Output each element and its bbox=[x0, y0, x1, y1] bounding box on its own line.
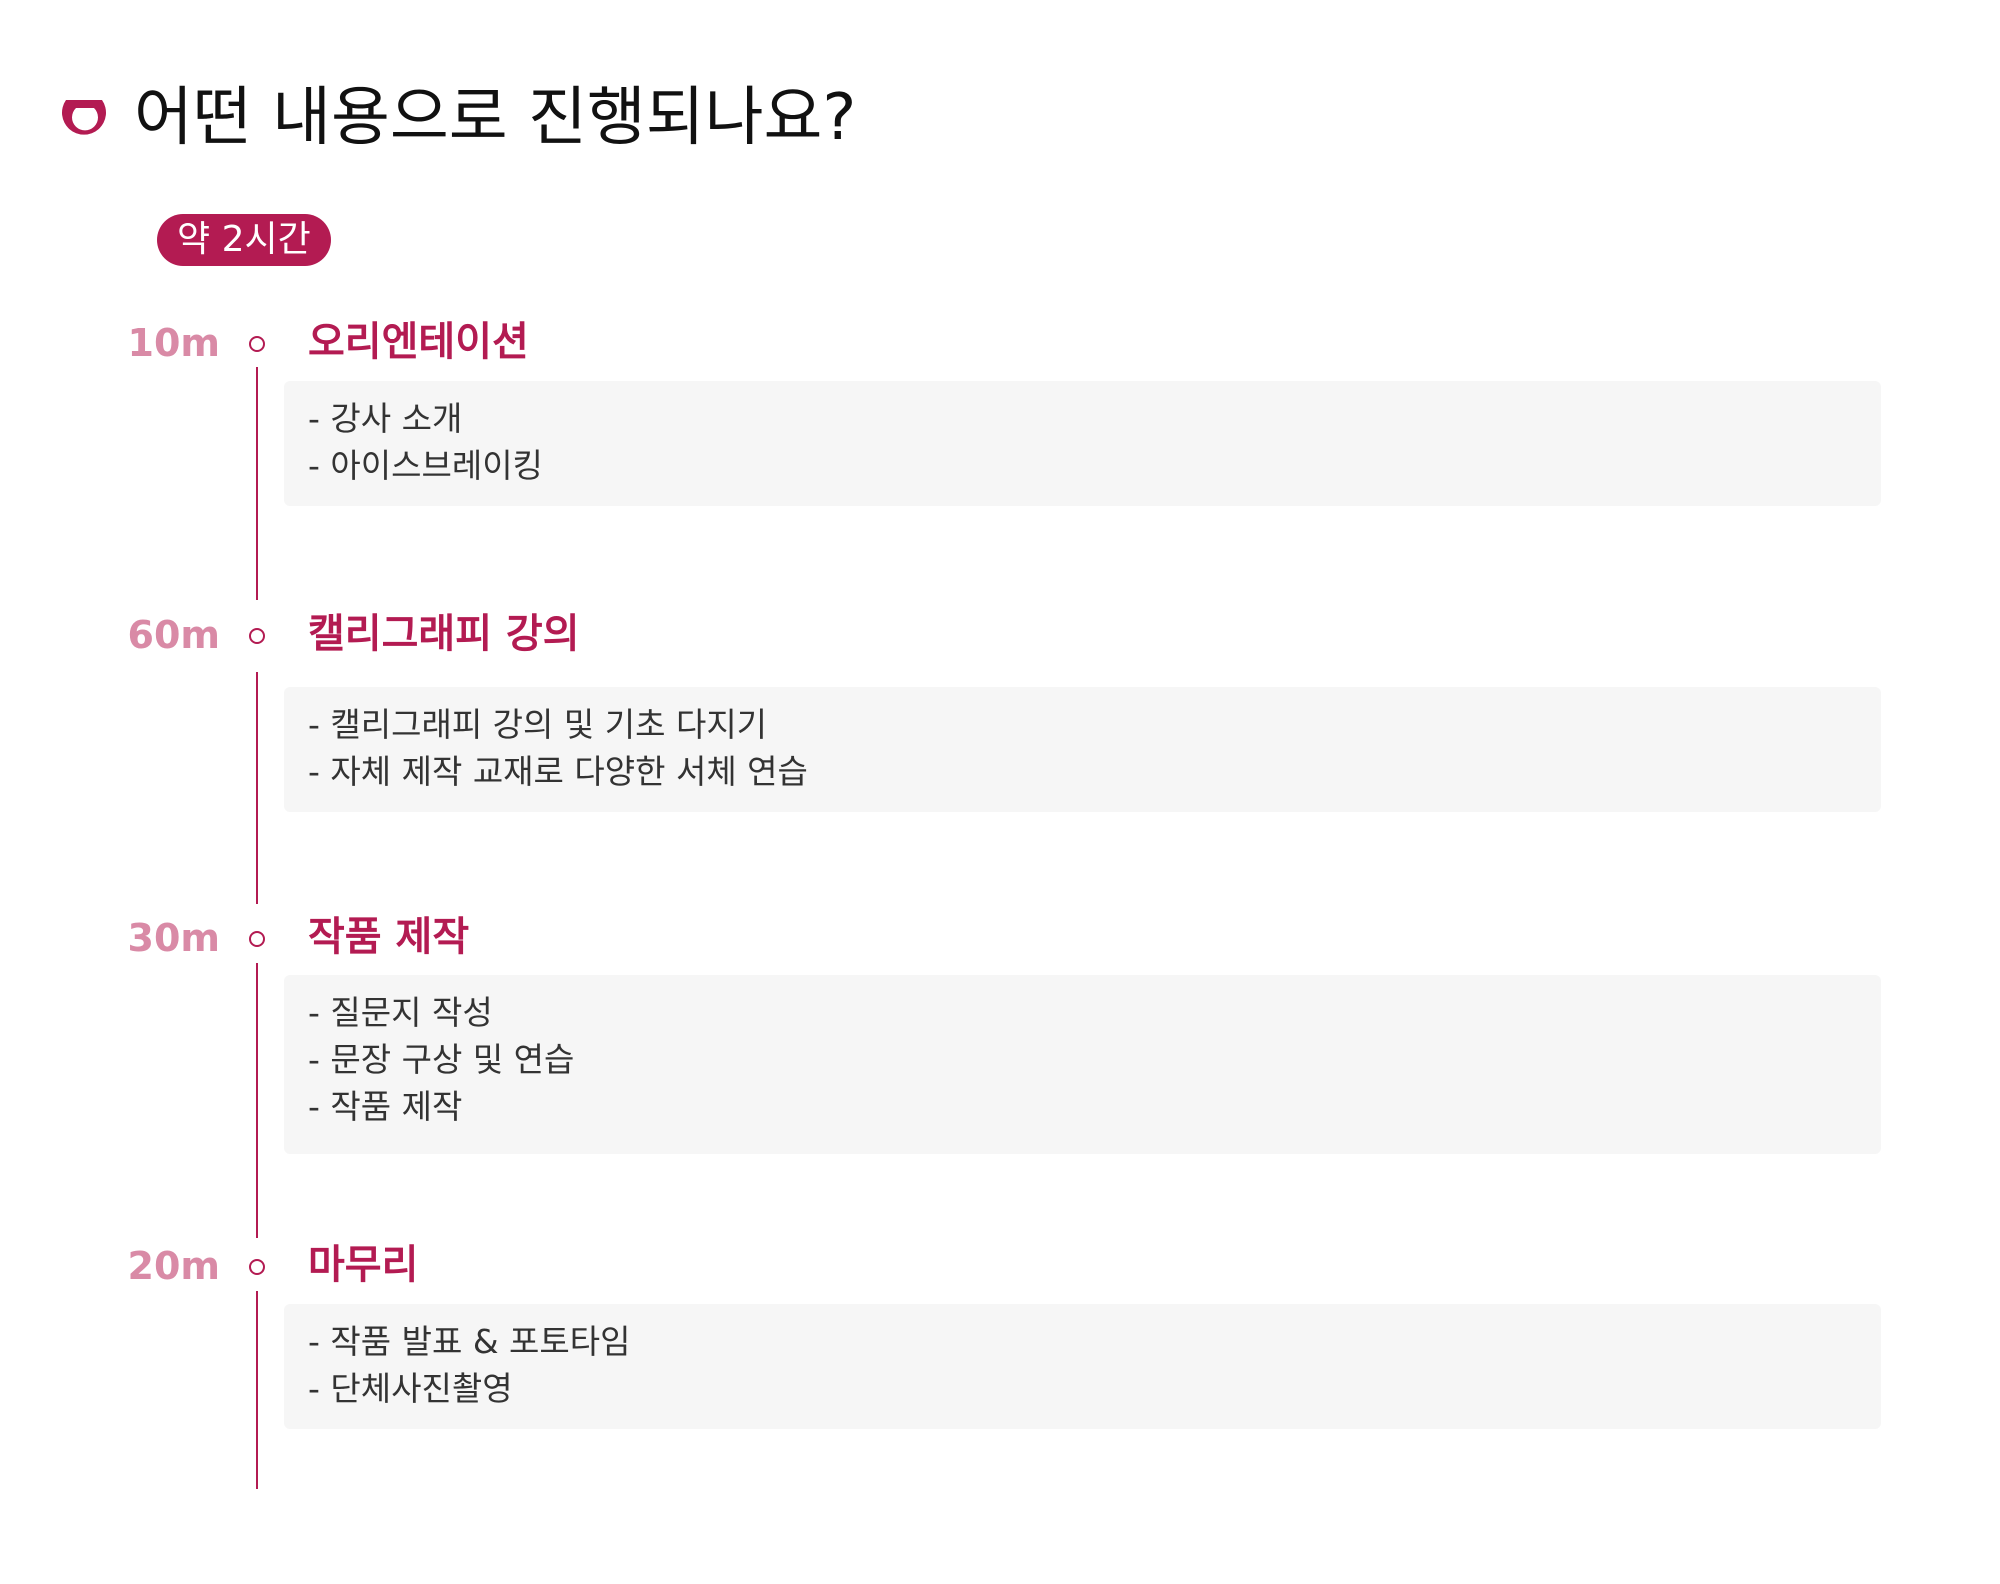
section-time: 20m bbox=[127, 1244, 220, 1288]
section-time: 30m bbox=[127, 916, 220, 960]
timeline-dot bbox=[249, 1259, 265, 1275]
section-title: 오리엔테이션 bbox=[308, 319, 529, 365]
page-title: 어떤 내용으로 진행되나요? bbox=[134, 81, 857, 155]
section-content-box: - 작품 발표 & 포토타임 - 단체사진촬영 bbox=[284, 1304, 1881, 1429]
timeline-dot bbox=[249, 931, 265, 947]
section-content-box: - 강사 소개 - 아이스브레이킹 bbox=[284, 381, 1881, 506]
list-item: - 자체 제작 교재로 다양한 서체 연습 bbox=[308, 752, 808, 791]
timeline-line bbox=[256, 672, 258, 904]
section-title: 작품 제작 bbox=[308, 914, 470, 960]
duration-badge: 약 2시간 bbox=[157, 214, 331, 266]
timeline-line bbox=[256, 367, 258, 600]
brand-ring-icon bbox=[62, 100, 106, 135]
timeline-line bbox=[256, 1291, 258, 1489]
section-time: 10m bbox=[127, 321, 220, 365]
list-item: - 문장 구상 및 연습 bbox=[308, 1040, 575, 1079]
section-title: 마무리 bbox=[308, 1242, 419, 1288]
list-item: - 강사 소개 bbox=[308, 399, 463, 438]
timeline-line bbox=[256, 963, 258, 1238]
list-item: - 아이스브레이킹 bbox=[308, 446, 543, 485]
timeline-dot bbox=[249, 628, 265, 644]
section-content-box: - 캘리그래피 강의 및 기초 다지기 - 자체 제작 교재로 다양한 서체 연… bbox=[284, 687, 1881, 812]
section-time: 60m bbox=[127, 613, 220, 657]
list-item: - 작품 제작 bbox=[308, 1087, 463, 1126]
list-item: - 단체사진촬영 bbox=[308, 1369, 513, 1408]
section-title: 캘리그래피 강의 bbox=[308, 611, 580, 657]
section-content-box: - 질문지 작성 - 문장 구상 및 연습 - 작품 제작 bbox=[284, 975, 1881, 1154]
list-item: - 질문지 작성 bbox=[308, 993, 493, 1032]
list-item: - 작품 발표 & 포토타임 bbox=[308, 1322, 631, 1361]
timeline-dot bbox=[249, 336, 265, 352]
list-item: - 캘리그래피 강의 및 기초 다지기 bbox=[308, 705, 768, 744]
